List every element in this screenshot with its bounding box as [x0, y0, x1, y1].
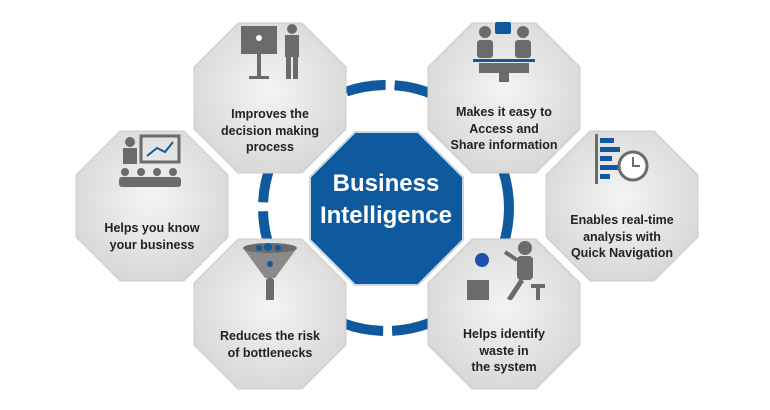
center-octagon — [309, 131, 464, 286]
benefit-access-share: Makes it easy to Access and Share inform… — [427, 22, 581, 174]
waste-icon — [467, 241, 545, 300]
center-title-line: Business — [332, 170, 440, 197]
training-icon — [119, 134, 181, 187]
presentation-icon — [241, 24, 299, 79]
benefit-real-time: Enables real-time analysis with Quick Na… — [545, 130, 699, 282]
benefit-text: the system — [471, 360, 537, 374]
benefit-decision-making: Improves the decision making process — [193, 22, 347, 174]
benefit-text: Improves the — [231, 107, 309, 121]
benefit-text: of bottlenecks — [227, 345, 313, 360]
center-title: Business Intelligence — [310, 168, 462, 232]
benefit-text: Quick Navigation — [570, 246, 674, 260]
benefit-text: process — [246, 140, 294, 154]
benefit-text: Helps you know — [104, 221, 200, 235]
benefit-text: your business — [109, 237, 195, 252]
meeting-icon — [473, 22, 535, 82]
benefit-know-business: Helps you know your business — [75, 130, 229, 282]
benefit-text: Makes it easy to — [456, 105, 552, 119]
benefit-text: Reduces the risk — [219, 329, 321, 343]
center-title-line: Intelligence — [319, 202, 453, 229]
benefit-text: Share information — [450, 138, 558, 152]
benefit-text: decision making — [221, 123, 319, 138]
benefit-waste: Helps identify waste in the system — [427, 238, 581, 390]
timeline-clock-icon — [595, 134, 649, 184]
benefit-bottlenecks: Reduces the risk of bottlenecks — [193, 238, 347, 390]
benefit-text: Helps identify — [463, 327, 545, 341]
benefit-text: analysis with — [583, 229, 661, 244]
benefit-text: Enables real-time — [570, 213, 674, 227]
funnel-icon — [243, 243, 297, 300]
benefit-text: waste in — [479, 343, 529, 358]
benefit-text: Access and — [469, 121, 539, 136]
